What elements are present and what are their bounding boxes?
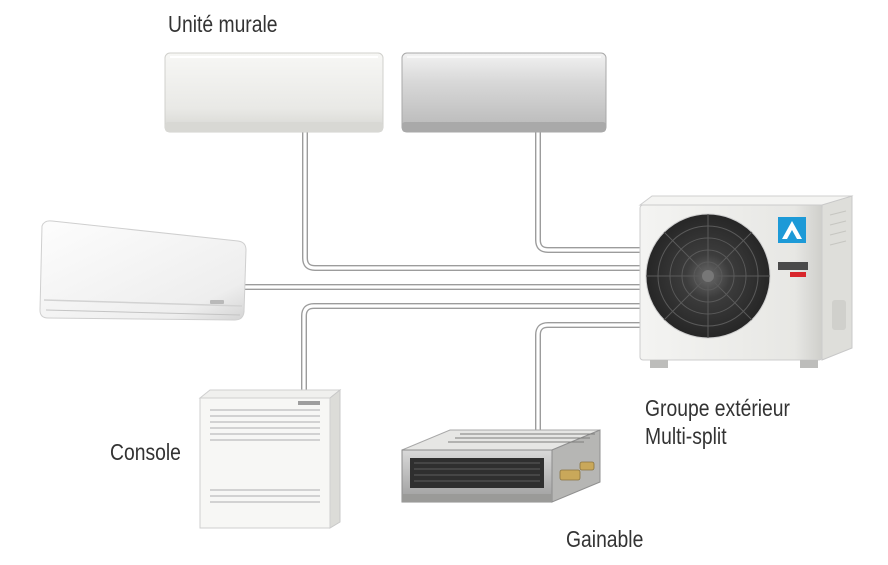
wall-unit-white — [164, 52, 384, 133]
console-label: Console — [110, 439, 181, 465]
floor-console — [198, 388, 342, 529]
refrigerant-pipes — [241, 129, 645, 433]
ducted-unit — [401, 429, 601, 503]
outdoor-unit-label-line1: Groupe extérieur — [645, 395, 790, 421]
outdoor-unit — [638, 195, 854, 368]
wall-unit-large — [39, 220, 247, 321]
ducted-unit-label: Gainable — [566, 526, 644, 552]
outdoor-unit-label-line2: Multi-split — [645, 423, 727, 449]
fan-grille — [645, 213, 771, 339]
wall-unit-silver — [401, 52, 607, 133]
wall-unit-label: Unité murale — [168, 11, 278, 37]
daikin-logo — [778, 217, 808, 277]
outdoor-unit-label: Groupe extérieur Multi-split — [645, 394, 790, 450]
